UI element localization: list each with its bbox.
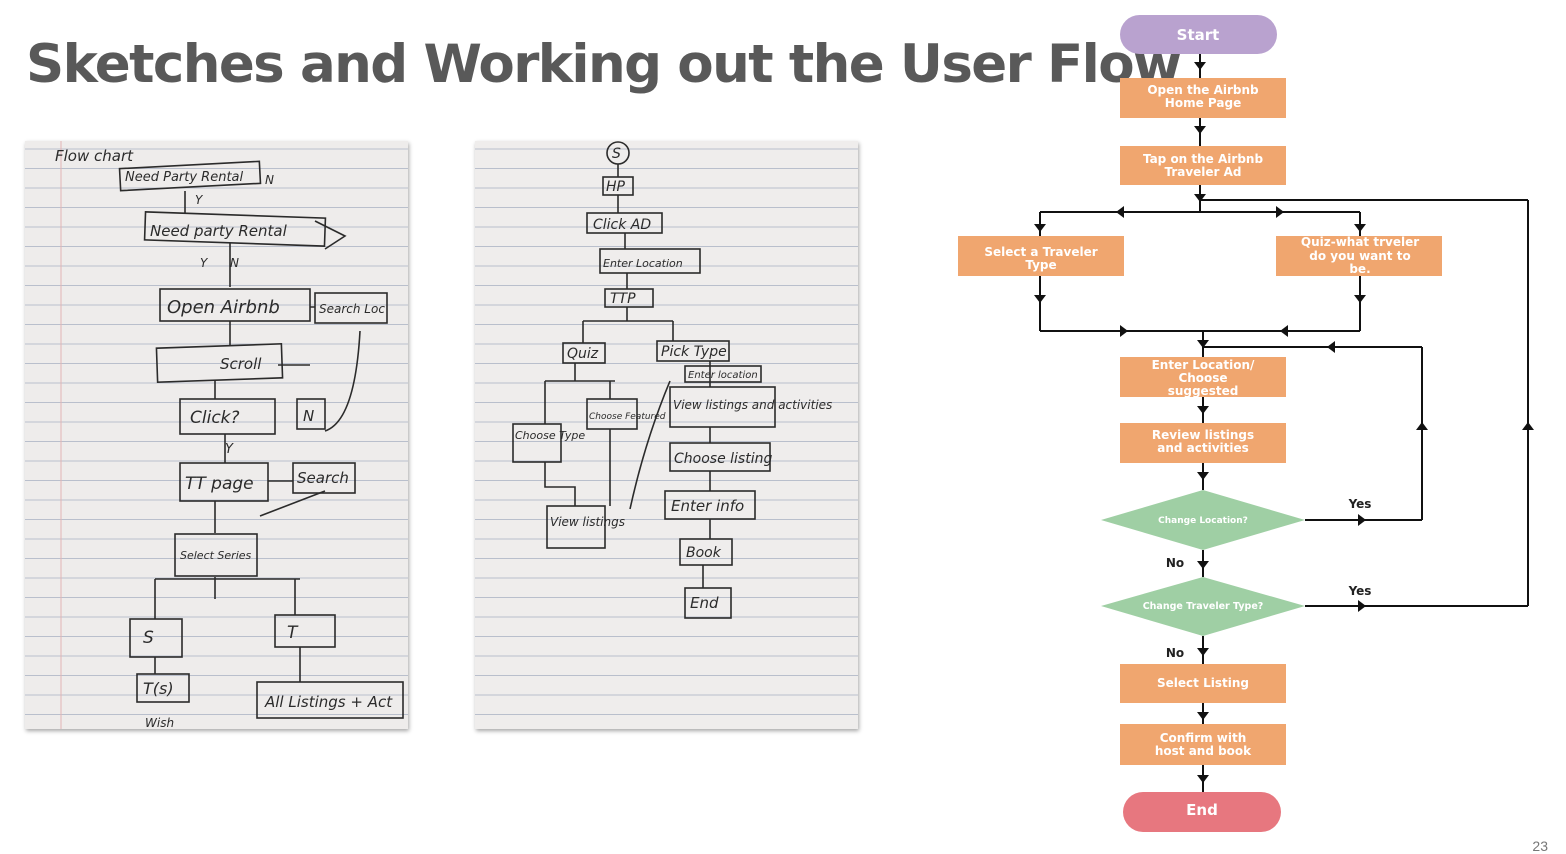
svg-text:Choose: Choose bbox=[1178, 371, 1227, 385]
decision-change-type-label: Change Traveler Type? bbox=[1143, 601, 1264, 612]
svg-text:Confirm with: Confirm with bbox=[1160, 731, 1247, 745]
sketch-left-text: Wish bbox=[145, 716, 174, 729]
step-select-type: Select a Traveler Type bbox=[958, 236, 1124, 276]
sketch-left-text: Search Loc bbox=[319, 302, 385, 316]
sketch-left-text: Y bbox=[200, 256, 209, 270]
sketch-left-text: T bbox=[287, 623, 299, 643]
sketch-right-text: End bbox=[690, 594, 719, 612]
sketch-left-text: N bbox=[230, 256, 239, 270]
sketch-left-text: Need Party Rental bbox=[125, 170, 244, 185]
sketch-photo-left: Flow chart Need Party Rental Y N Need pa… bbox=[25, 141, 408, 729]
user-flow-diagram: Start Open the Airbnb Home Page Tap on t… bbox=[950, 10, 1550, 845]
step-review: Review listings and activities bbox=[1120, 423, 1286, 463]
sketch-left-text: Y bbox=[195, 193, 204, 207]
sketch-left-text: Need party Rental bbox=[150, 222, 288, 240]
step-quiz: Quiz-what trveler do you want to be. bbox=[1276, 235, 1442, 276]
svg-text:Traveler Ad: Traveler Ad bbox=[1164, 165, 1241, 179]
step-select-listing-label: Select Listing bbox=[1157, 676, 1249, 690]
sketch-right-text: S bbox=[612, 146, 621, 162]
slide-title: Sketches and Working out the User Flow bbox=[26, 34, 1182, 95]
sketch-right-text: Book bbox=[686, 545, 722, 561]
decision-change-location: Change Location? bbox=[1101, 490, 1305, 550]
step-confirm: Confirm with host and book bbox=[1120, 724, 1286, 765]
svg-text:and activities: and activities bbox=[1157, 441, 1249, 455]
sketch-right-text: Choose listing bbox=[674, 451, 772, 467]
end-node: End bbox=[1123, 792, 1281, 832]
svg-text:do you want to: do you want to bbox=[1309, 249, 1410, 263]
sketch-right-text: View listings and activities bbox=[673, 398, 832, 412]
svg-text:Enter Location/: Enter Location/ bbox=[1152, 358, 1255, 372]
sketch-right-text: Enter location bbox=[688, 370, 758, 381]
sketch-right-text: Enter Location bbox=[603, 257, 683, 270]
start-node: Start bbox=[1120, 15, 1277, 54]
svg-text:Quiz-what trveler: Quiz-what trveler bbox=[1301, 235, 1419, 249]
sketch-left-text: Select Series bbox=[180, 549, 252, 562]
sketch-right-text: Choose Featured bbox=[589, 412, 666, 422]
svg-text:Home Page: Home Page bbox=[1165, 96, 1241, 110]
svg-text:suggested: suggested bbox=[1168, 384, 1239, 398]
sketch-right-text: TTP bbox=[610, 291, 636, 307]
sketch-left-text: All Listings + Act bbox=[264, 693, 393, 711]
sketch-right-text: Enter info bbox=[671, 497, 744, 515]
page-number: 23 bbox=[1532, 838, 1548, 854]
sketch-left-text: S bbox=[143, 628, 154, 648]
sketch-left-text: Y bbox=[225, 442, 234, 457]
sketch-right-text: View listings bbox=[550, 515, 625, 529]
start-label: Start bbox=[1177, 26, 1220, 44]
yes-label: Yes bbox=[1348, 497, 1372, 511]
sketch-left-text: Flow chart bbox=[55, 147, 134, 165]
end-label: End bbox=[1186, 801, 1218, 819]
svg-text:Type: Type bbox=[1025, 258, 1056, 272]
no-label: No bbox=[1166, 646, 1184, 660]
sketch-left-text: N bbox=[303, 407, 314, 425]
svg-text:Tap on the Airbnb: Tap on the Airbnb bbox=[1143, 152, 1264, 166]
sketch-left-text: TT page bbox=[185, 474, 254, 494]
step-enter-location: Enter Location/ Choose suggested bbox=[1120, 357, 1286, 398]
svg-text:Review listings: Review listings bbox=[1152, 428, 1254, 442]
step-select-listing: Select Listing bbox=[1120, 664, 1286, 703]
step-open-home: Open the Airbnb Home Page bbox=[1120, 78, 1286, 118]
sketch-left-text: Search bbox=[297, 469, 349, 487]
no-label: No bbox=[1166, 556, 1184, 570]
sketch-left-text: Scroll bbox=[220, 355, 262, 373]
sketch-left-text: N bbox=[265, 173, 274, 187]
sketch-left-text: T(s) bbox=[143, 679, 174, 698]
sketch-right-text: Pick Type bbox=[661, 344, 727, 360]
sketch-left-text: Open Airbnb bbox=[167, 297, 280, 318]
sketch-right-text: Choose Type bbox=[515, 429, 585, 442]
decision-change-location-label: Change Location? bbox=[1158, 516, 1248, 526]
yes-label: Yes bbox=[1348, 584, 1372, 598]
svg-text:be.: be. bbox=[1349, 262, 1370, 276]
sketch-right-text: Quiz bbox=[567, 346, 599, 362]
svg-text:Select a Traveler: Select a Traveler bbox=[984, 245, 1097, 259]
sketch-right-text: HP bbox=[606, 179, 626, 195]
svg-text:host and book: host and book bbox=[1155, 744, 1252, 758]
decision-change-type: Change Traveler Type? bbox=[1101, 577, 1305, 636]
svg-text:Open the Airbnb: Open the Airbnb bbox=[1147, 83, 1259, 97]
sketch-photo-right: S HP Click AD Enter Location TTP Quiz Pi… bbox=[475, 141, 858, 729]
step-tap-ad: Tap on the Airbnb Traveler Ad bbox=[1120, 146, 1286, 185]
sketch-left-text: Click? bbox=[190, 408, 240, 428]
sketch-right-text: Click AD bbox=[593, 217, 651, 233]
